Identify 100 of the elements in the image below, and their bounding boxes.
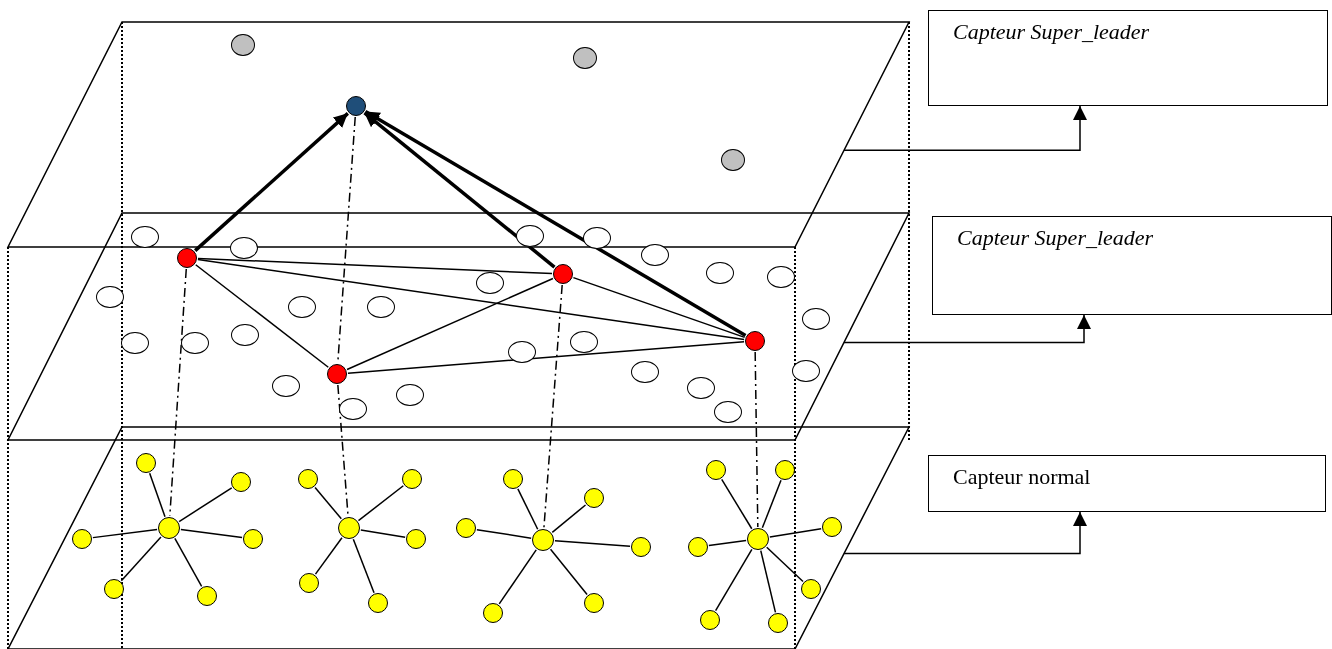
sensor-circle (131, 226, 159, 248)
connector-line (180, 528, 243, 539)
sensor-circle (584, 488, 604, 508)
sensor-circle (631, 361, 659, 383)
layer-plane (8, 427, 909, 649)
sensor-circle (402, 469, 422, 489)
connector-line (197, 258, 745, 341)
connector-line (760, 549, 777, 614)
sensor-circle (231, 324, 259, 346)
dash-dot-line (337, 384, 349, 517)
connector-line (476, 528, 532, 539)
sensor-circle (72, 529, 92, 549)
leader-circle (553, 264, 573, 284)
sensor-circle (508, 341, 536, 363)
sensor-circle (631, 537, 651, 557)
sensor-circle (197, 586, 217, 606)
connector-line (720, 478, 753, 530)
super-leader-circle (346, 96, 366, 116)
sensor-circle (714, 401, 742, 423)
leader-arrow (843, 314, 1091, 344)
connector-line (766, 546, 804, 583)
connector-line (174, 537, 203, 588)
cluster-head-circle (338, 517, 360, 539)
connector-line (360, 529, 406, 538)
connector-line (498, 549, 537, 605)
sensor-circle (767, 266, 795, 288)
leader-arrow (843, 105, 1087, 151)
connector-line (549, 548, 588, 596)
connector-line (178, 487, 233, 523)
sensor-circle (503, 469, 523, 489)
cluster-head-circle (158, 517, 180, 539)
sensor-circle (706, 460, 726, 480)
sensor-circle (792, 360, 820, 382)
legend-box (928, 455, 1326, 512)
sensor-circle (483, 603, 503, 623)
connector-line (347, 341, 745, 374)
sensor-circle (367, 296, 395, 318)
sensor-circle (583, 227, 611, 249)
connector-line (517, 488, 539, 530)
connector-line (92, 528, 158, 539)
sensor-circle (721, 149, 745, 171)
legend-box (928, 10, 1328, 106)
sensor-circle (802, 308, 830, 330)
dash-dot-line (543, 284, 563, 529)
sensor-circle (456, 518, 476, 538)
connector-line (769, 528, 822, 538)
connector-line (314, 536, 343, 575)
sensor-circle (801, 579, 821, 599)
leader-circle (177, 248, 197, 268)
sensor-circle (339, 398, 367, 420)
sensor-circle (516, 225, 544, 247)
sensor-circle (231, 472, 251, 492)
sensor-circle (96, 286, 124, 308)
sensor-circle (181, 332, 209, 354)
sensor-circle (299, 573, 319, 593)
box-label: Capteur Super_leader (957, 225, 1154, 251)
connector-line (194, 264, 330, 368)
sensor-circle (768, 613, 788, 633)
sensor-circle (641, 244, 669, 266)
connector-line (708, 539, 747, 547)
connector-line (346, 277, 554, 371)
connector-line (352, 538, 375, 594)
connector-line (357, 485, 405, 522)
sensor-circle (573, 47, 597, 69)
sensor-circle (121, 332, 149, 354)
sensor-circle (584, 593, 604, 613)
connector-line (551, 504, 587, 534)
leader-circle (327, 364, 347, 384)
arrow (364, 110, 747, 337)
connector-line (197, 257, 553, 275)
box-label: Capteur normal (953, 464, 1091, 490)
sensor-circle (272, 375, 300, 397)
sensor-circle (230, 237, 258, 259)
box-label: Capteur Super_leader (953, 19, 1150, 45)
sensor-circle (104, 579, 124, 599)
leader-circle (745, 331, 765, 351)
sensor-circle (136, 453, 156, 473)
sensor-circle (687, 377, 715, 399)
sensor-circle (243, 529, 263, 549)
sensor-circle (298, 469, 318, 489)
connector-line (120, 536, 162, 582)
legend-box (932, 216, 1332, 315)
connector-line (714, 548, 753, 612)
sensor-circle (288, 296, 316, 318)
sensor-circle (231, 34, 255, 56)
dash-dot-line (169, 268, 187, 517)
arrow (363, 111, 556, 269)
sensor-circle (476, 272, 504, 294)
connector-line (761, 479, 782, 529)
connector-line (148, 472, 166, 518)
connector-line (554, 540, 631, 547)
layer-plane (8, 213, 909, 440)
connector-line (314, 486, 343, 520)
sensor-circle (775, 460, 795, 480)
connector-line (572, 276, 746, 339)
dash-dot-line (754, 351, 759, 528)
sensor-circle (822, 517, 842, 537)
sensor-circle (368, 593, 388, 613)
leader-arrow (843, 511, 1087, 555)
sensor-circle (706, 262, 734, 284)
